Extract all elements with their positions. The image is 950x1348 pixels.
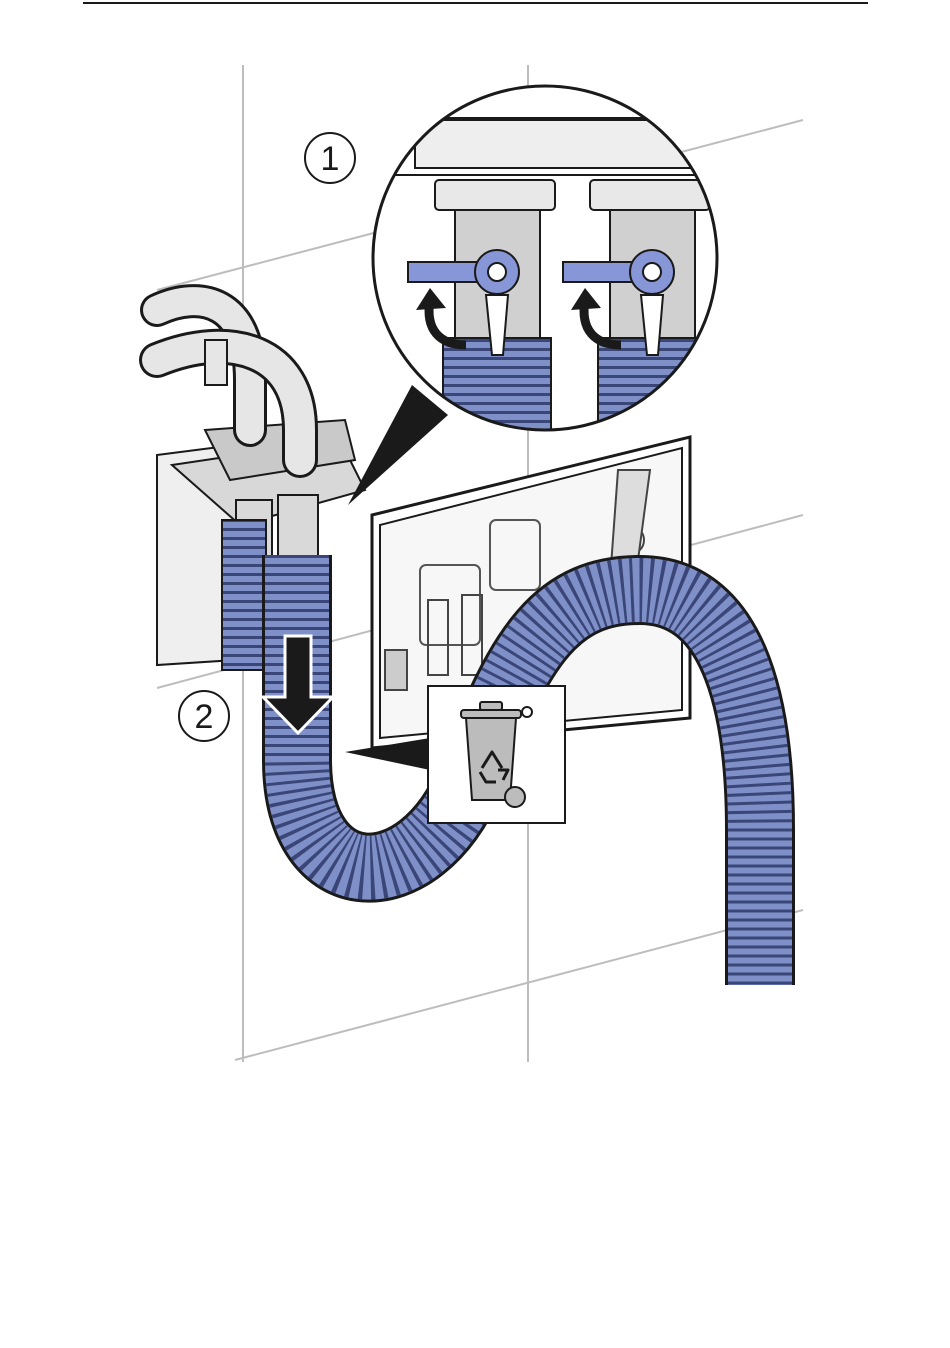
recycle-callout [428, 686, 565, 823]
step-1-number: 1 [321, 140, 340, 178]
pipe-segment [278, 495, 318, 565]
step-1-marker: 1 [305, 133, 355, 183]
hose-left-a [222, 520, 266, 670]
zoom-detail [370, 85, 730, 438]
step-2-number: 2 [195, 698, 214, 736]
zoom-pointer [348, 385, 448, 505]
step-2-marker: 2 [179, 691, 229, 741]
